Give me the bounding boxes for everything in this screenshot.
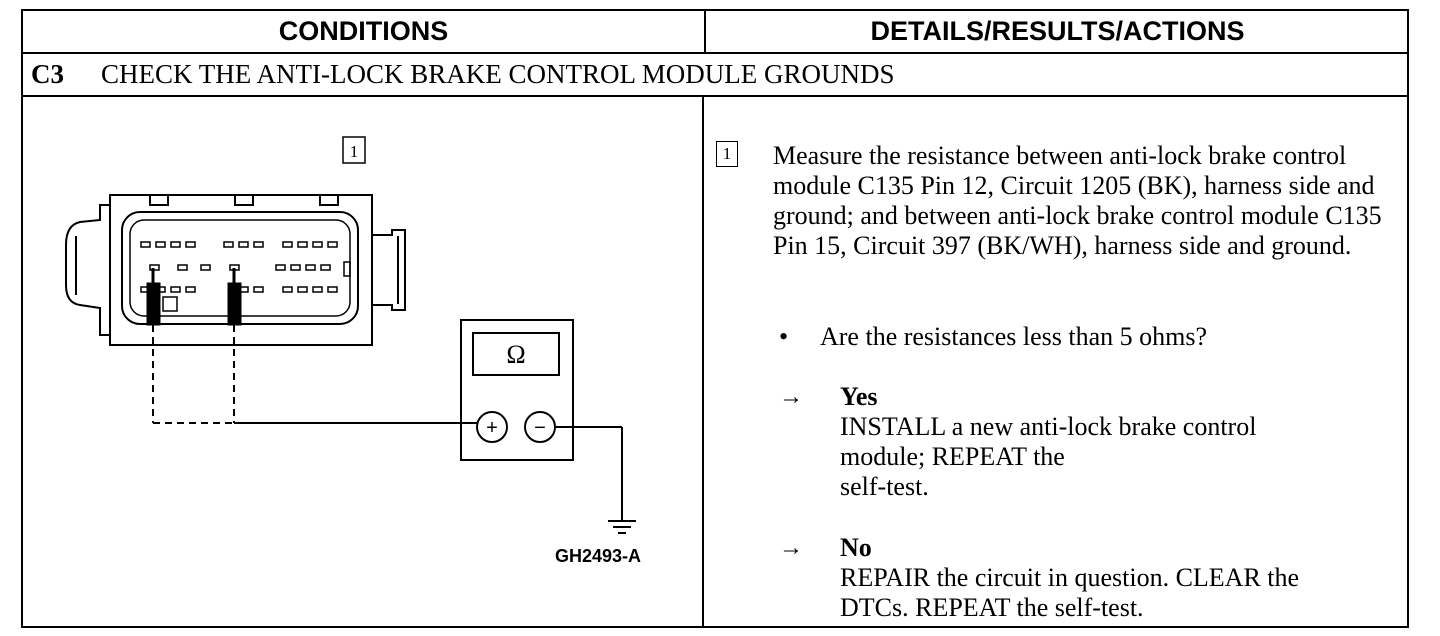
yes-arrow-icon: → <box>779 384 803 410</box>
test-leads <box>152 325 623 520</box>
yes-action: INSTALL a new anti-lock brake control mo… <box>840 412 1257 501</box>
yes-label: Yes <box>840 382 878 411</box>
question-text: Are the resistances less than 5 ohms? <box>820 322 1208 351</box>
minus-icon: − <box>534 417 546 439</box>
ohm-icon: Ω <box>506 340 525 369</box>
diagram-callout-number: 1 <box>350 142 359 161</box>
no-action: REPAIR the circuit in question. CLEAR th… <box>840 563 1300 622</box>
connector-diagram: 1 <box>65 136 636 534</box>
figure-id: GH2493-A <box>555 546 642 566</box>
no-arrow-icon: → <box>779 535 803 561</box>
diagram-callout-box <box>342 136 366 164</box>
diagnostic-table: CONDITIONS DETAILS/RESULTS/ACTIONS C3 CH… <box>21 9 1409 628</box>
connector-pins <box>140 241 351 312</box>
instruction-text: Measure the resistance between anti-lock… <box>773 141 1382 260</box>
ground-icon <box>608 520 636 534</box>
plus-icon: + <box>486 417 498 439</box>
bullet-icon: • <box>779 322 789 351</box>
step-title: CHECK THE ANTI-LOCK BRAKE CONTROL MODULE… <box>101 59 895 89</box>
details-callout-box: 1 <box>716 141 738 167</box>
step-row: C3 CHECK THE ANTI-LOCK BRAKE CONTROL MOD… <box>23 54 1407 97</box>
conditions-header: CONDITIONS <box>23 11 706 54</box>
no-label: No <box>840 533 872 562</box>
step-id: C3 <box>31 59 64 89</box>
ohmmeter <box>460 319 574 461</box>
column-divider <box>702 97 704 626</box>
details-header: DETAILS/RESULTS/ACTIONS <box>706 11 1409 54</box>
